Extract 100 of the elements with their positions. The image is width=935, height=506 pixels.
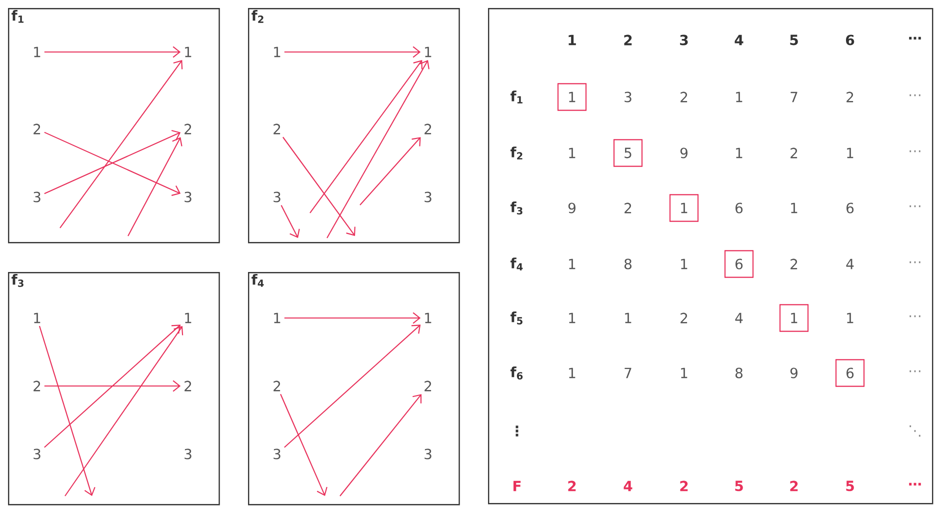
highlighted-cell: 1: [669, 194, 699, 222]
row-label: f$_{1}$: [510, 90, 522, 104]
number: 1: [425, 46, 432, 58]
ellipsis: ⋱: [910, 425, 920, 437]
arrow: [44, 324, 181, 448]
table-value: 4: [735, 312, 743, 324]
table-value: 1: [847, 312, 854, 324]
number: 3: [424, 192, 432, 202]
table-value: 9: [790, 368, 798, 378]
ellipsis: ⋯: [910, 261, 920, 264]
number: 2: [424, 380, 432, 392]
number: 1: [274, 312, 280, 324]
table-value: 2: [624, 202, 632, 214]
table-value: 8: [624, 258, 632, 270]
ellipsis: ⋯: [910, 315, 920, 318]
number: 2: [34, 124, 40, 134]
table-value: 9: [680, 148, 688, 158]
table-value: 2: [680, 480, 688, 492]
number: 1: [425, 312, 432, 324]
table-value: 3: [624, 92, 632, 102]
table-value: 1: [569, 148, 576, 158]
table-value: 1: [847, 148, 854, 158]
table-value: 4: [624, 480, 632, 492]
arrow: [60, 60, 183, 228]
highlighted-cell: 5: [613, 139, 643, 167]
table-value: 2: [680, 312, 688, 324]
number: 2: [184, 380, 192, 392]
arrow: [280, 204, 300, 238]
table-value: 1: [625, 312, 632, 324]
table-value: 2: [846, 92, 854, 102]
number: 3: [274, 192, 280, 202]
arrow: [282, 136, 356, 236]
table-value: 1: [681, 258, 688, 270]
arrow: [128, 137, 182, 236]
row-label: ⋮: [516, 426, 518, 436]
arrow: [284, 312, 421, 324]
arrow: [284, 324, 421, 448]
number: 1: [185, 46, 192, 58]
number: 3: [274, 448, 280, 460]
column-header: 5: [790, 34, 798, 46]
row-label: f$_{5}$: [510, 312, 522, 324]
row-label: f$_{6}$: [510, 366, 523, 380]
highlighted-cell: 1: [779, 304, 809, 332]
number: 2: [274, 380, 280, 392]
number: 1: [34, 312, 40, 324]
arrow: [64, 326, 184, 496]
row-label: f$_{3}$: [510, 202, 522, 215]
row-label: F: [514, 480, 521, 492]
column-header: 3: [680, 34, 688, 46]
table-value: 2: [790, 480, 798, 492]
number: 2: [184, 124, 192, 134]
table-value: 2: [680, 92, 688, 102]
table-value: 7: [624, 368, 632, 378]
table-value: 6: [846, 202, 854, 214]
table-value: 1: [569, 368, 576, 378]
number: 3: [34, 192, 40, 202]
highlighted-cell: 1: [557, 83, 587, 111]
number: 1: [34, 46, 40, 58]
ellipsis: ⋯: [910, 94, 920, 96]
column-header: ⋯: [909, 36, 921, 40]
column-header: 6: [846, 34, 854, 46]
table-value: 8: [736, 368, 742, 378]
table-value: 5: [846, 480, 854, 492]
arrow: [284, 46, 421, 58]
table-value: 7: [790, 92, 798, 102]
table-value: 2: [790, 258, 798, 270]
table-value: 2: [568, 480, 576, 492]
table-value: 1: [736, 148, 742, 158]
highlighted-cell: 6: [724, 250, 754, 278]
arrow: [44, 380, 181, 392]
arrow: [38, 326, 96, 496]
number: 1: [185, 312, 192, 324]
table-value: 1: [791, 202, 798, 214]
number: 2: [34, 380, 40, 392]
table-value: 2: [790, 148, 798, 158]
number: 1: [274, 46, 280, 58]
number: 3: [184, 192, 192, 202]
table-value: 9: [568, 202, 576, 214]
table-value: 5: [735, 480, 743, 492]
arrow: [360, 137, 421, 206]
number: 2: [424, 124, 432, 134]
number: 2: [274, 124, 280, 134]
table-value: 1: [681, 368, 688, 378]
ellipsis: ⋯: [909, 482, 921, 486]
table-value: 1: [569, 312, 576, 324]
ellipsis: ⋯: [910, 370, 920, 372]
table-frame: [488, 8, 934, 504]
number: 3: [424, 448, 432, 460]
arrow: [44, 46, 181, 58]
number: 3: [184, 448, 192, 460]
number: 3: [34, 448, 40, 460]
arrow: [340, 394, 422, 496]
arrow: [280, 394, 328, 496]
row-label: f$_{2}$: [510, 146, 522, 160]
table-value: 6: [736, 202, 743, 214]
table-value: 4: [846, 258, 854, 270]
row-label: f$_{4}$: [510, 258, 523, 270]
table-value: 1: [736, 92, 742, 102]
arrow: [310, 60, 423, 214]
column-header: 2: [624, 34, 632, 46]
